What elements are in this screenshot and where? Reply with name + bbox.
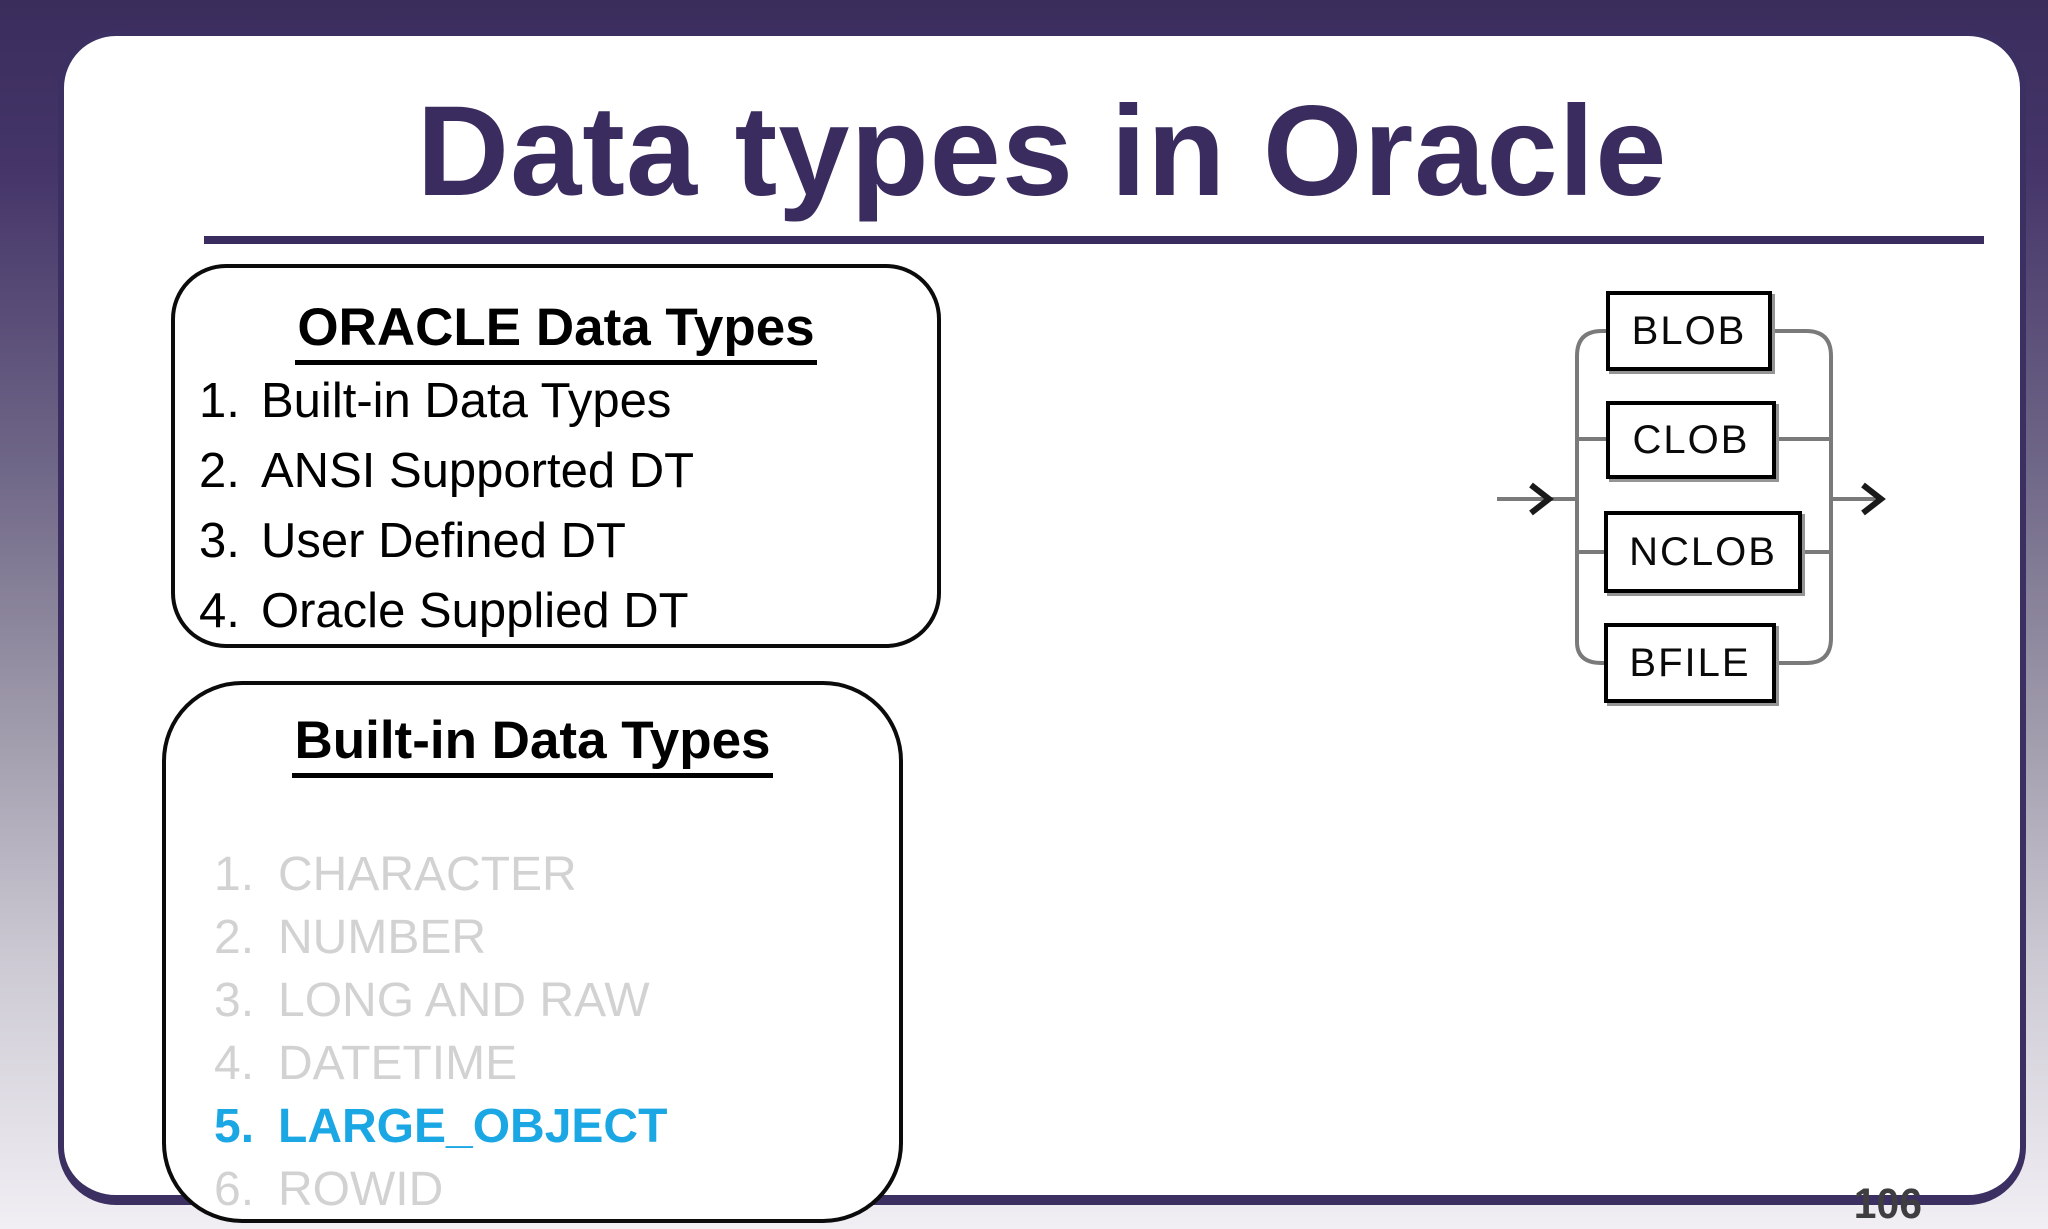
diagram-node-nclob: NCLOB <box>1604 511 1802 593</box>
lob-syntax-diagram: BLOB CLOB NCLOB BFILE <box>1489 276 1889 716</box>
slide-title: Data types in Oracle <box>416 80 1668 223</box>
item-label: CHARACTER <box>278 848 577 901</box>
item-number: 2. <box>214 911 255 964</box>
list-item: 1. Built-in Data Types <box>175 366 937 436</box>
builtin-box-list: 1. CHARACTER 2. NUMBER 3. LONG AND RAW 4. DA… <box>166 843 899 1221</box>
diagram-node-blob: BLOB <box>1606 291 1772 371</box>
list-item: 6. ROWID <box>166 1158 899 1221</box>
list-item: 2. ANSI Supported DT <box>175 436 937 506</box>
list-item: 3. LONG AND RAW <box>166 969 899 1032</box>
item-number: 1. <box>214 848 255 901</box>
oracle-box-list: 1. Built-in Data Types 2. ANSI Supported D… <box>175 366 937 646</box>
list-item-highlighted: 5. LARGE_OBJECT <box>166 1095 899 1158</box>
item-label: Oracle Supplied DT <box>261 584 689 638</box>
diagram-node-clob: CLOB <box>1606 401 1776 479</box>
item-number: 6. <box>214 1163 255 1216</box>
oracle-box-heading-text: ORACLE Data Types <box>295 298 817 365</box>
list-item: 1. CHARACTER <box>166 843 899 906</box>
item-number: 2. <box>199 444 240 498</box>
item-label: ROWID <box>278 1163 444 1216</box>
syntax-diagram-rails <box>1497 329 1886 665</box>
item-label: LONG AND RAW <box>278 974 650 1027</box>
item-label: User Defined DT <box>261 514 626 568</box>
entry-arrow-icon <box>1529 482 1554 516</box>
exit-arrow-icon <box>1861 482 1886 516</box>
item-label: DATETIME <box>278 1037 518 1090</box>
list-item: 4. Oracle Supplied DT <box>175 576 937 646</box>
item-number: 3. <box>214 974 255 1027</box>
builtin-box-heading: Built-in Data Types <box>166 711 899 778</box>
item-label: LARGE_OBJECT <box>278 1100 668 1153</box>
page-number: 106 <box>1853 1180 1922 1228</box>
list-item: 4. DATETIME <box>166 1032 899 1095</box>
item-label: ANSI Supported DT <box>261 444 695 498</box>
rail-left <box>1497 329 1606 665</box>
diagram-node-bfile: BFILE <box>1604 623 1776 703</box>
builtin-box-heading-text: Built-in Data Types <box>292 711 773 778</box>
item-number: 5. <box>214 1100 255 1153</box>
item-label: NUMBER <box>278 911 487 964</box>
item-number: 3. <box>199 514 240 568</box>
item-number: 1. <box>199 374 240 428</box>
list-item: 3. User Defined DT <box>175 506 937 576</box>
oracle-box-heading: ORACLE Data Types <box>175 298 937 365</box>
slide-card: Data types in Oracle ORACLE Data Types 1… <box>58 30 2026 1223</box>
oracle-data-types-box: ORACLE Data Types 1. Built-in Data Types … <box>171 264 941 648</box>
item-label: Built-in Data Types <box>261 374 672 428</box>
item-number: 4. <box>199 584 240 638</box>
builtin-data-types-box: Built-in Data Types 1. CHARACTER 2. NUMBER… <box>162 681 903 1223</box>
item-number: 4. <box>214 1037 255 1090</box>
rail-right <box>1772 329 1879 665</box>
title-underline <box>204 236 1984 244</box>
list-item: 2. NUMBER <box>166 906 899 969</box>
